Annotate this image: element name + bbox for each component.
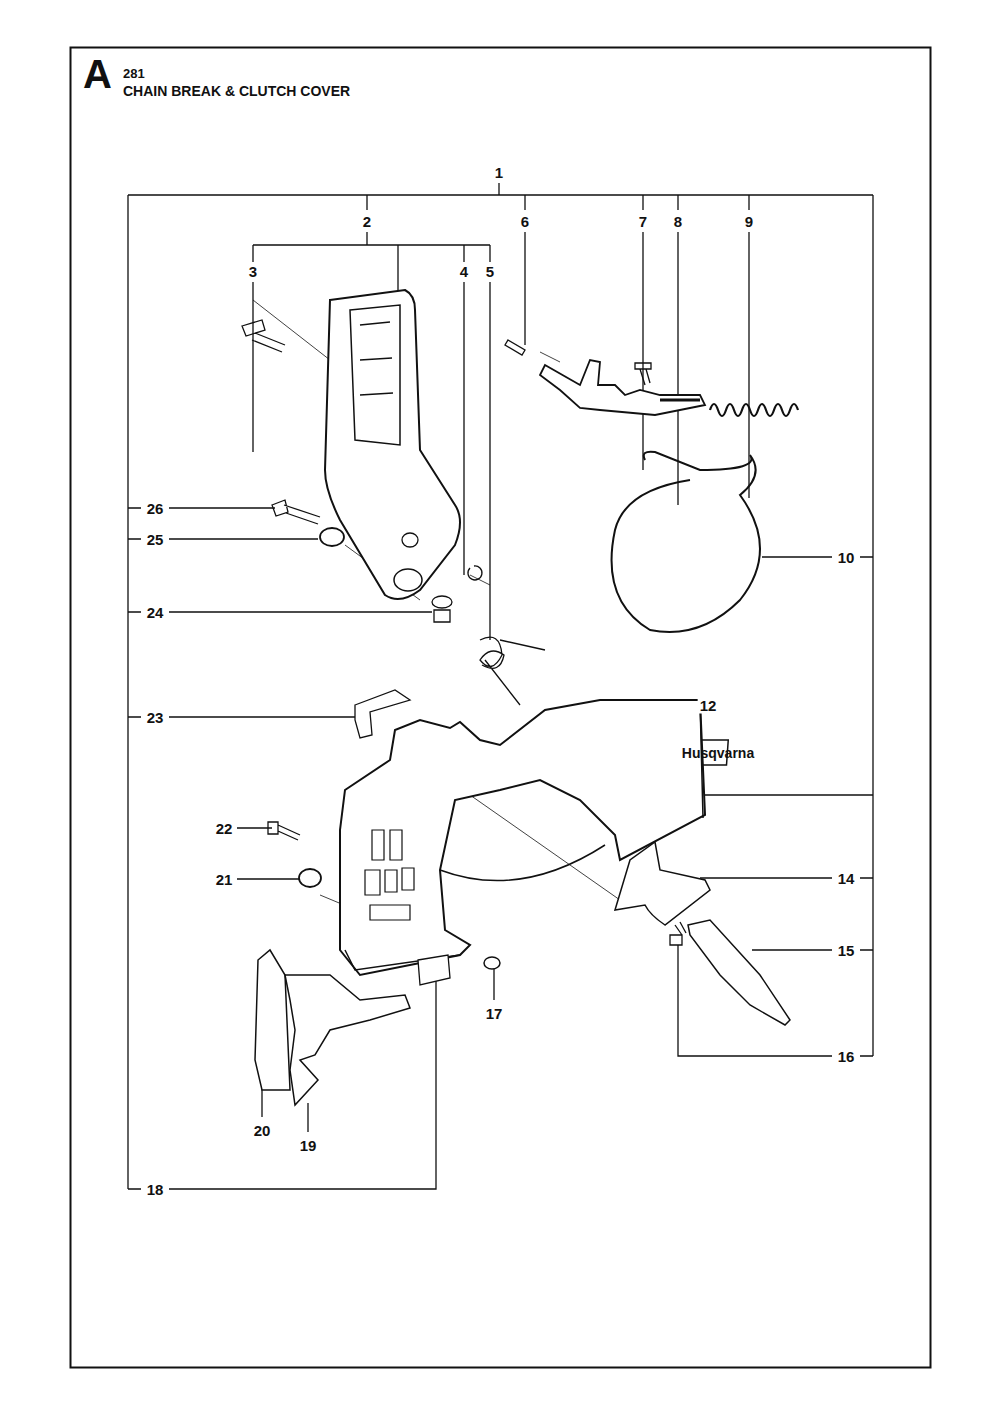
callout-number: 12 [698, 697, 719, 714]
callout-number: 17 [484, 1005, 505, 1022]
callout-number: 26 [145, 500, 166, 517]
callout-number: 2 [361, 213, 373, 230]
callout-number: 15 [836, 942, 857, 959]
callout-number: 7 [637, 213, 649, 230]
diagram-title: CHAIN BREAK & CLUTCH COVER [123, 84, 350, 98]
callout-number: 8 [672, 213, 684, 230]
callout-number: 4 [458, 263, 470, 280]
callout-number: 23 [145, 709, 166, 726]
callout-number: 6 [519, 213, 531, 230]
callout-number: 19 [298, 1137, 319, 1154]
callout-number: 1 [493, 164, 505, 181]
callout-number: 5 [484, 263, 496, 280]
callout-number: 20 [252, 1122, 273, 1139]
callout-number: 14 [836, 870, 857, 887]
model-number: 281 [123, 67, 145, 80]
section-letter: A [83, 54, 112, 94]
callout-number: 16 [836, 1048, 857, 1065]
callout-number: 21 [214, 871, 235, 888]
callout-number: 9 [743, 213, 755, 230]
callout-number: 25 [145, 531, 166, 548]
callout-number: 3 [247, 263, 259, 280]
callout-number: 10 [836, 549, 857, 566]
callout-number: 22 [214, 820, 235, 837]
callout-number: 18 [145, 1181, 166, 1198]
callout-number: 24 [145, 604, 166, 621]
decal-text: Husqvarna [680, 745, 756, 761]
